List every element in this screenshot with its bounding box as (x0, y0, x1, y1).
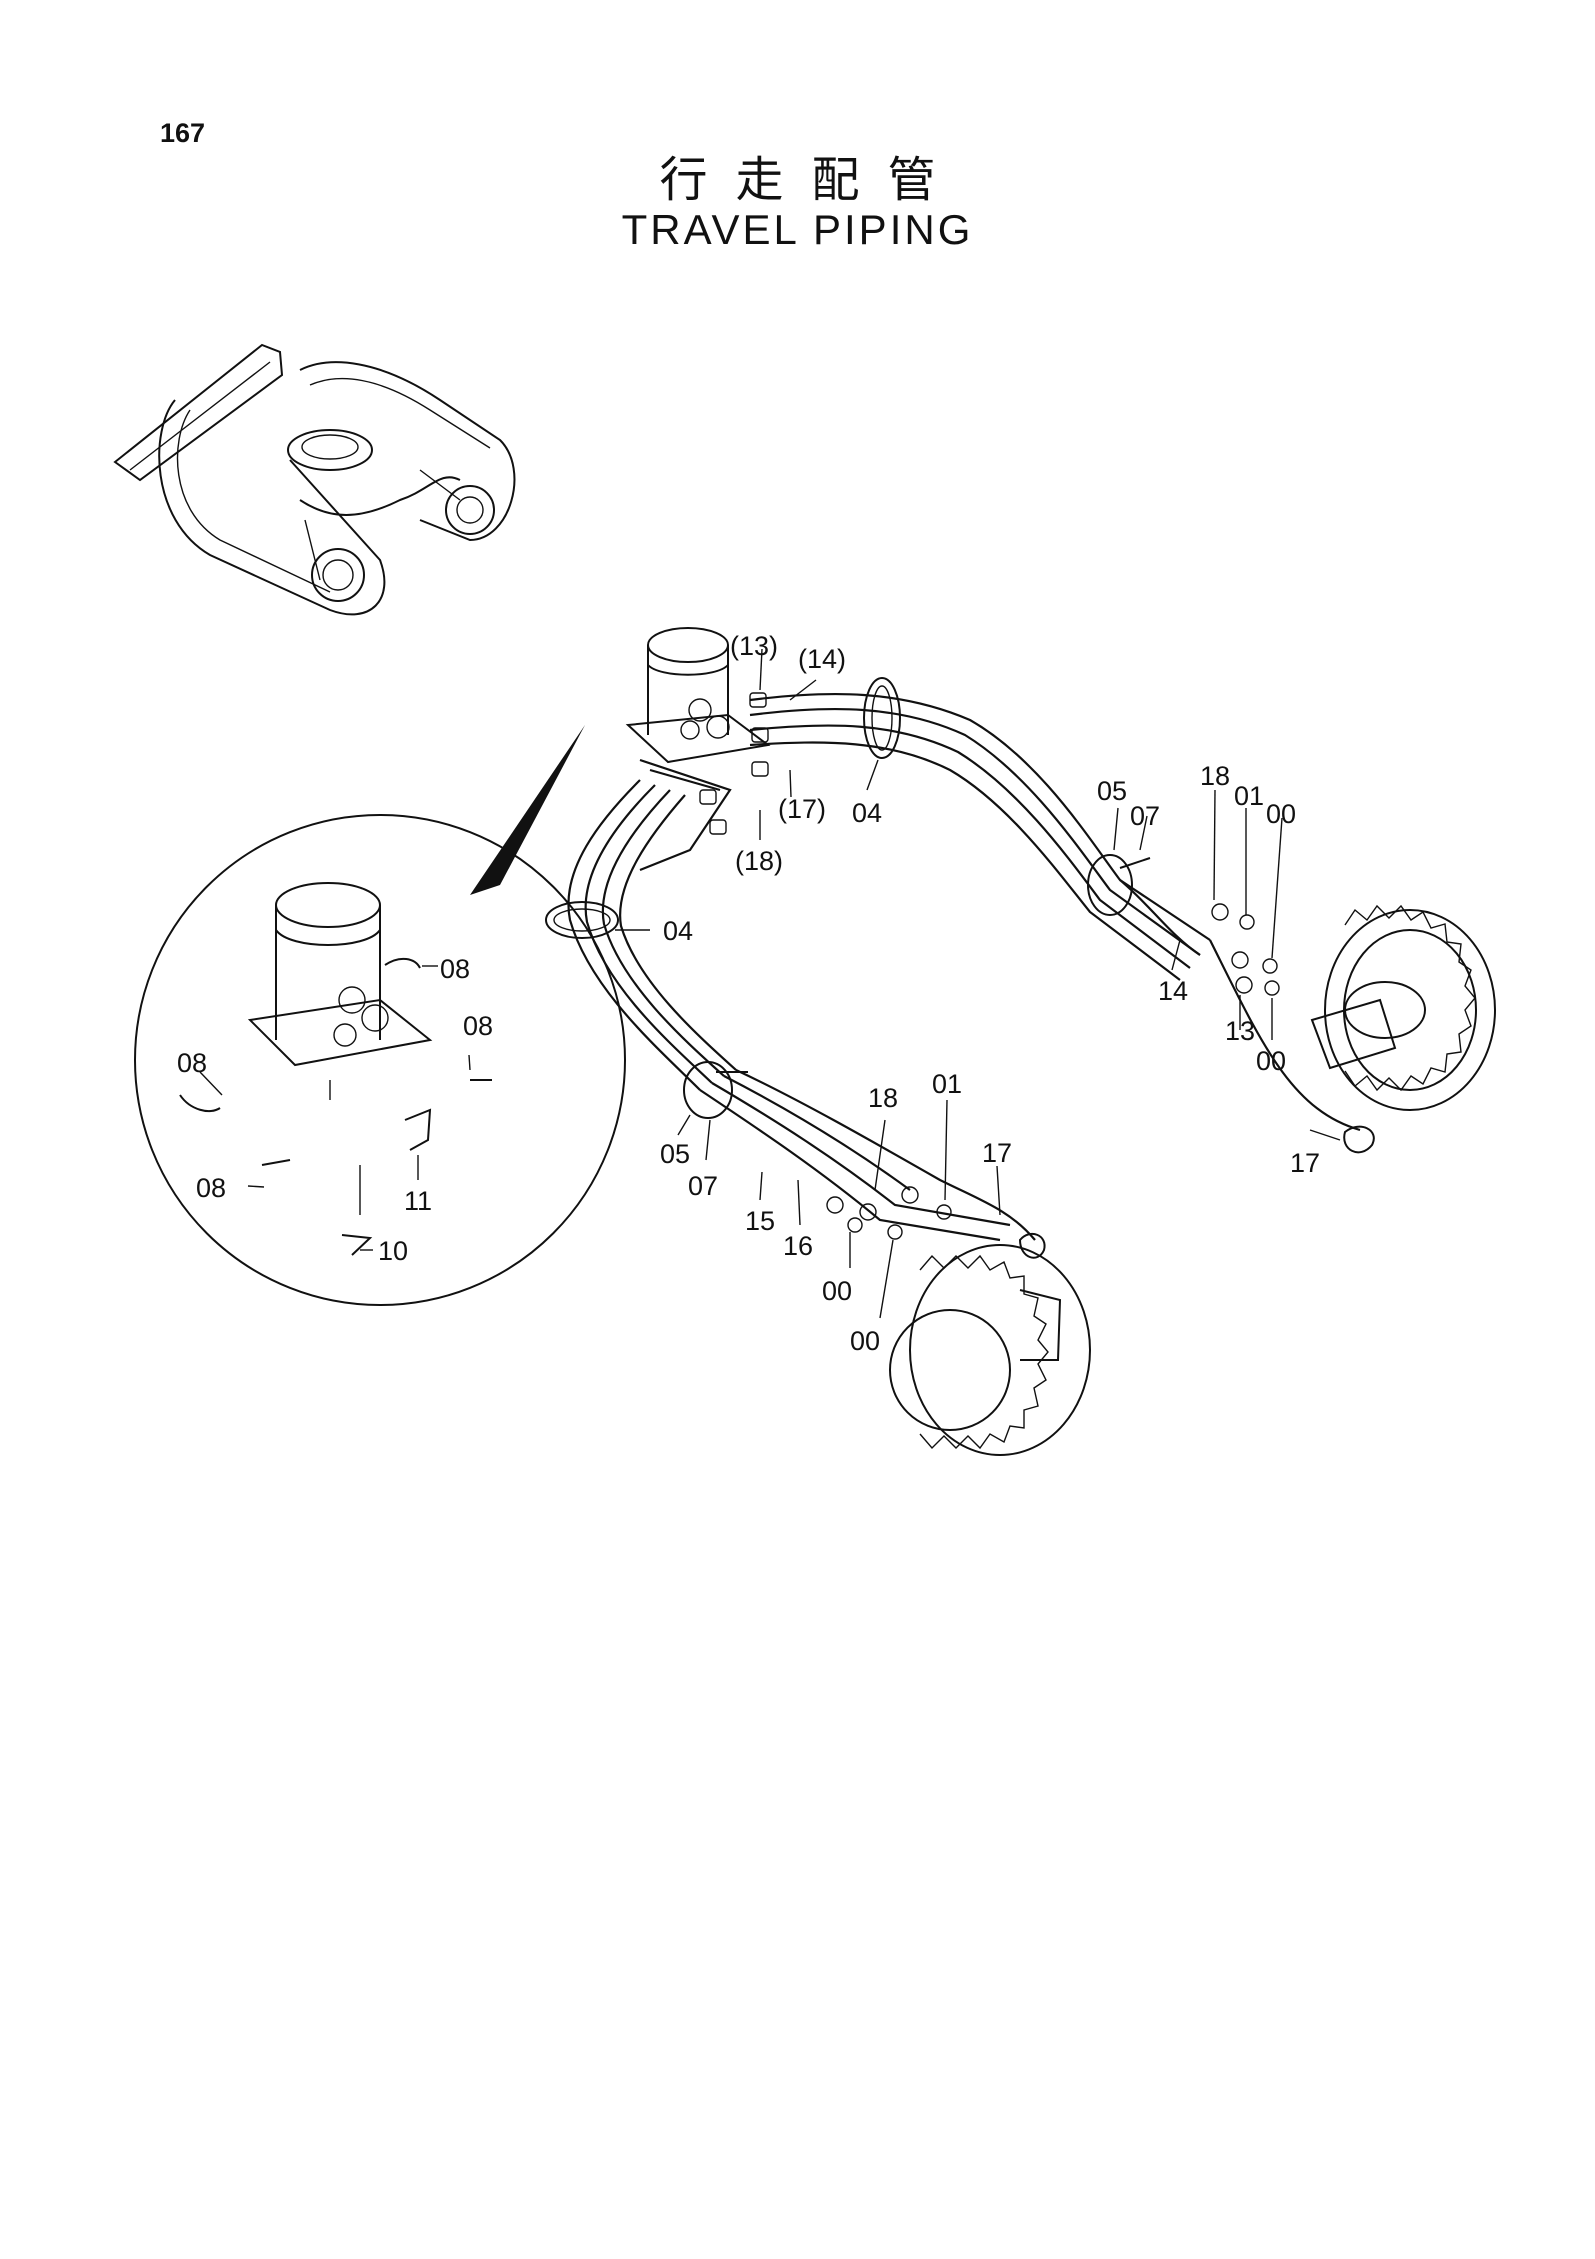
detail-pointer (470, 725, 585, 895)
callout-08-detail-d: 08 (196, 1173, 226, 1203)
left-travel-motor-sprocket (889, 1244, 1091, 1456)
callout-17-left: 17 (982, 1138, 1012, 1168)
callout-18-right: 18 (1200, 761, 1230, 791)
page-number: 167 (160, 118, 206, 148)
callout-10-detail: 10 (378, 1236, 408, 1266)
callout-13-paren: (13) (730, 631, 778, 661)
swivel-detail-view (134, 725, 626, 1306)
callout-04-lower: 04 (663, 916, 693, 946)
right-travel-motor-sprocket (1310, 904, 1496, 1111)
page-title-english: TRAVEL PIPING (621, 206, 974, 253)
callout-17-right: 17 (1290, 1148, 1320, 1178)
callout-18-left: 18 (868, 1083, 898, 1113)
hose-clamp-05-right (1087, 854, 1151, 916)
callout-08-detail-c: 08 (177, 1048, 207, 1078)
callout-16: 16 (783, 1231, 813, 1261)
callout-01-left: 01 (932, 1069, 962, 1099)
callout-13: 13 (1225, 1016, 1255, 1046)
page-title-chinese: 行走配管 (659, 152, 964, 208)
callout-08-detail-b: 08 (463, 1011, 493, 1041)
hose-clamp-04-upper (863, 677, 901, 759)
leader-lines (199, 648, 1341, 1319)
callout-05-right: 05 (1097, 776, 1127, 806)
callout-07-right: 07 (1130, 801, 1160, 831)
machine-overview-illustration (113, 343, 516, 616)
callout-00-right-lower: 00 (1256, 1046, 1286, 1076)
callout-18-paren: (18) (735, 846, 783, 876)
callout-17-paren: (17) (778, 794, 826, 824)
hose-clamp-05-left (683, 1061, 748, 1119)
callout-08-detail-a: 08 (440, 954, 470, 984)
callout-14-paren: (14) (798, 644, 846, 674)
hose-fittings (699, 692, 1375, 1259)
callout-15: 15 (745, 1206, 775, 1236)
callout-00-right: 00 (1266, 799, 1296, 829)
callout-04-upper: 04 (852, 798, 882, 828)
callout-labels: (13) (14) (17) (18) 04 04 05 07 18 01 00… (177, 631, 1320, 1356)
hose-bundle (567, 692, 1361, 1242)
callout-01-right: 01 (1234, 781, 1264, 811)
callout-07-left: 07 (688, 1171, 718, 1201)
callout-00-left-a: 00 (822, 1276, 852, 1306)
callout-05-left: 05 (660, 1139, 690, 1169)
callout-00-left-b: 00 (850, 1326, 880, 1356)
callout-14: 14 (1158, 976, 1188, 1006)
hose-clamp-04-lower (545, 901, 619, 939)
callout-11-detail: 11 (404, 1186, 432, 1216)
